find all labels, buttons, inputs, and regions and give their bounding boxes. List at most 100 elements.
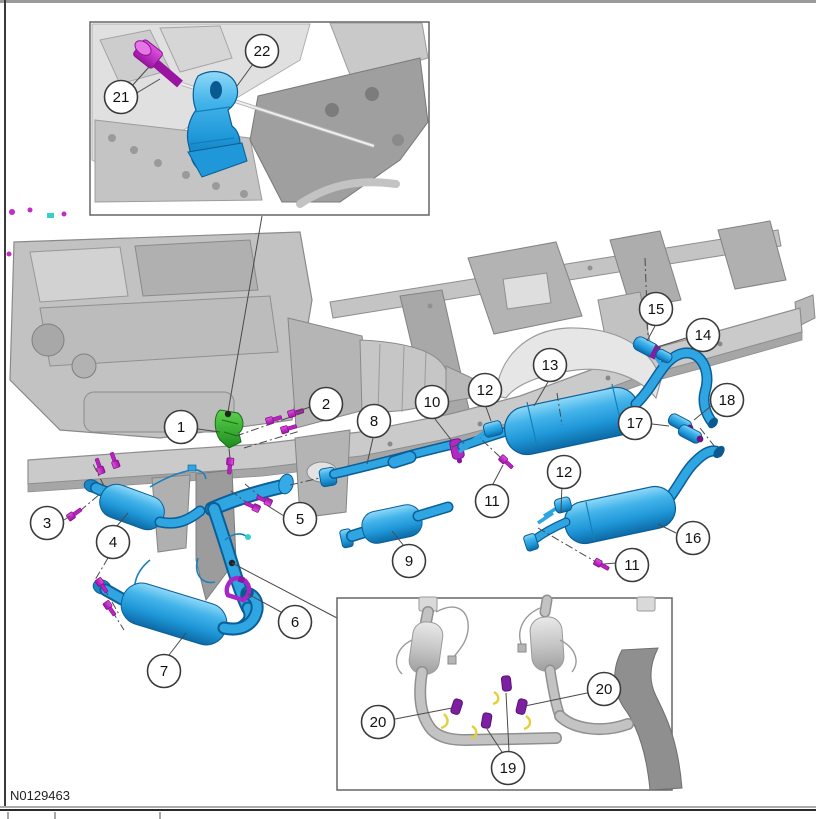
callout-number: 9 <box>405 553 413 570</box>
callout-circle <box>95 524 131 560</box>
callout-number: 2 <box>322 396 330 413</box>
callout-16: 16 <box>675 520 711 556</box>
bottom-table-strip <box>0 806 816 819</box>
callout-3: 3 <box>29 505 65 541</box>
callout-circle <box>546 454 582 490</box>
callout-11: 11 <box>614 547 650 583</box>
part-6-clamp <box>224 575 252 603</box>
part-22-bracket <box>186 70 248 178</box>
part-3-bolt <box>65 451 121 522</box>
callout-number: 18 <box>719 392 736 409</box>
border-top <box>0 0 816 3</box>
callout-number: 22 <box>254 43 271 60</box>
callout-20: 20 <box>586 671 622 707</box>
callout-circle <box>244 33 280 69</box>
callout-17: 17 <box>617 405 653 441</box>
callout-number: 20 <box>596 681 613 698</box>
callout-circle <box>614 547 650 583</box>
callout-circle <box>308 386 344 422</box>
callout-12: 12 <box>546 454 582 490</box>
callout-20: 20 <box>360 704 396 740</box>
part-2-bolts <box>235 406 306 449</box>
callout-number: 12 <box>477 382 494 399</box>
callout-circle <box>282 501 318 537</box>
callout-circle <box>146 653 182 689</box>
callout-12: 12 <box>467 372 503 408</box>
callout-7: 7 <box>146 653 182 689</box>
callout-number: 15 <box>648 301 665 318</box>
callout-circle <box>675 520 711 556</box>
callout-9: 9 <box>391 543 427 579</box>
callout-number: 16 <box>685 530 702 547</box>
inset-bottom-art <box>395 594 683 791</box>
callout-circle <box>586 671 622 707</box>
callout-circle <box>532 347 568 383</box>
callout-circle <box>163 409 199 445</box>
callout-number: 1 <box>177 419 185 436</box>
callout-layer: 1234567891011111212131415161718192020212… <box>29 33 745 786</box>
callout-8: 8 <box>356 403 392 439</box>
callout-number: 14 <box>695 327 712 344</box>
callout-number: 7 <box>160 663 168 680</box>
part-17-18-isolators <box>667 413 704 444</box>
callout-5: 5 <box>282 501 318 537</box>
callout-1: 1 <box>163 409 199 445</box>
callout-4: 4 <box>95 524 131 560</box>
part-4-catalytic-converter <box>83 479 206 531</box>
callout-circle <box>474 483 510 519</box>
callout-13: 13 <box>532 347 568 383</box>
part-20-sensor-right <box>515 698 532 731</box>
callout-18: 18 <box>709 382 745 418</box>
callout-circle <box>277 604 313 640</box>
engine-speck-magenta <box>9 209 15 215</box>
callout-number: 17 <box>627 415 644 432</box>
callout-circle <box>103 79 139 115</box>
inset-top-art <box>91 22 429 208</box>
callout-number: 20 <box>370 714 387 731</box>
callout-circle <box>638 291 674 327</box>
callout-number: 6 <box>291 614 299 631</box>
callout-number: 12 <box>556 464 573 481</box>
part-7-bolts <box>94 557 125 631</box>
part-19-sensor-a <box>470 712 493 740</box>
part-1-bracket <box>214 409 244 475</box>
part-8-intermediate-pipe <box>318 439 460 488</box>
callout-circle <box>490 750 526 786</box>
callout-number: 11 <box>624 557 640 574</box>
callout-circle <box>360 704 396 740</box>
engine-transmission-group <box>6 207 473 439</box>
part-5-bolts <box>230 483 274 514</box>
part-9-resonator <box>339 501 454 549</box>
callout-number: 19 <box>500 760 517 777</box>
callout-number: 5 <box>296 511 304 528</box>
part-16-muffler <box>523 445 725 552</box>
engine-speck-cyan <box>47 213 54 218</box>
callout-number: 11 <box>484 493 500 510</box>
callout-circle <box>467 372 503 408</box>
callout-circle <box>685 317 721 353</box>
callout-number: 3 <box>43 515 51 532</box>
figure-id-label: N0129463 <box>10 788 70 803</box>
leader-lines <box>63 63 712 753</box>
callout-14: 14 <box>685 317 721 353</box>
callout-circle <box>414 384 450 420</box>
callout-number: 21 <box>113 89 130 106</box>
callout-number: 8 <box>370 413 378 430</box>
callout-19: 19 <box>490 750 526 786</box>
part-20-sensor-left <box>440 698 463 730</box>
callout-number: 10 <box>424 394 441 411</box>
part-11-bolt-mid <box>479 437 516 471</box>
border-left <box>4 0 6 807</box>
callout-circle <box>617 405 653 441</box>
detail-locator-dot <box>224 410 232 418</box>
part-11-bolt-rear <box>537 527 611 573</box>
callout-15: 15 <box>638 291 674 327</box>
callout-number: 4 <box>109 534 117 551</box>
callout-circle <box>29 505 65 541</box>
callout-circle <box>391 543 427 579</box>
callout-number: 13 <box>542 357 559 374</box>
part-19-sensor-b <box>492 675 512 706</box>
